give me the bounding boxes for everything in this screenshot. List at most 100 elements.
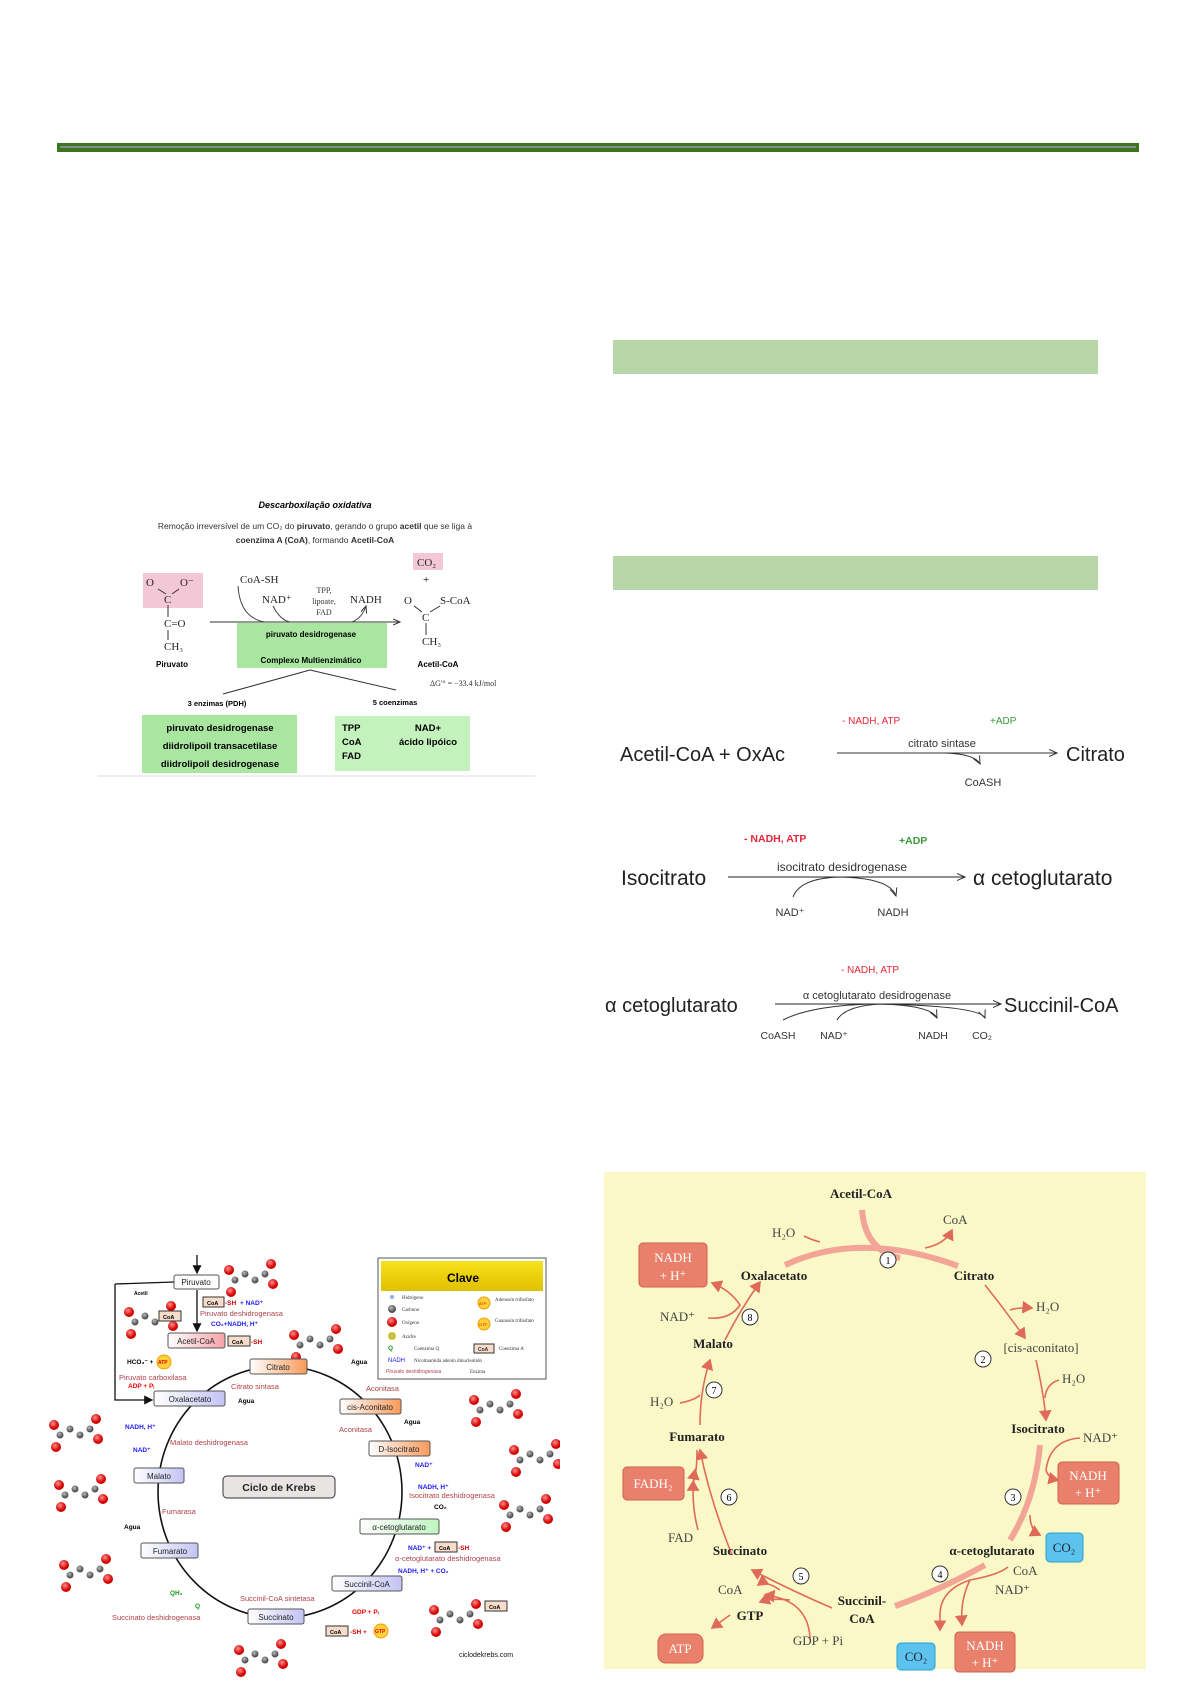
inhibitors: - NADH, ATP	[841, 965, 899, 976]
oxygen-atom	[501, 1522, 511, 1532]
carbon-atom	[91, 1485, 99, 1493]
legend-item: Adenosín trifosfato	[495, 1298, 534, 1303]
header-rule	[57, 143, 1139, 152]
atp-product: ATP	[668, 1641, 691, 1656]
h-plus: + H⁺	[1075, 1485, 1102, 1500]
step-number: 8	[748, 1313, 753, 1324]
carbon-atom	[456, 1616, 464, 1624]
node-succinato: Succinato	[258, 1613, 294, 1622]
atom: O⁻	[180, 577, 194, 589]
carbon-atom	[536, 1456, 544, 1464]
co2-product: CO₂	[905, 1649, 928, 1664]
legend-item: Guanosín trifosfato	[495, 1319, 534, 1324]
node-d-isocitrato: D-Isocitrato	[379, 1445, 420, 1454]
step-number: 2	[981, 1355, 986, 1366]
nad-label: NAD⁺	[133, 1447, 151, 1454]
side-product: CoASH	[965, 777, 1002, 789]
credit-text: ciclodekrebs.com	[459, 1652, 513, 1659]
nad-label: NAD⁺	[415, 1462, 433, 1469]
carbon-atom	[526, 1511, 534, 1519]
oxygen-atom	[469, 1395, 479, 1405]
oxygen-atom	[93, 1434, 103, 1444]
carbon-atom	[536, 1505, 544, 1513]
carbon-atom	[271, 1650, 279, 1658]
enzyme-item: diidrolipoil transacetilase	[163, 741, 278, 752]
sh-label: -SH	[251, 1339, 263, 1346]
coa-tag: CoA	[207, 1301, 218, 1307]
figure-description-line2: coenzima A (CoA), formando Acetil-CoA	[236, 535, 395, 545]
node-piruvato: Piruvato	[181, 1278, 211, 1287]
carbon-atom	[251, 1650, 259, 1658]
activators: +ADP	[990, 716, 1017, 727]
enzyme: isocitrato desidrogenase	[777, 860, 907, 874]
oxygen-atom	[98, 1494, 108, 1504]
oxygen-atom	[268, 1279, 278, 1289]
atp-label: ATP	[158, 1360, 168, 1366]
carbon-atom	[141, 1312, 149, 1320]
step-number: 1	[886, 1256, 891, 1267]
oxygen-atom	[101, 1554, 111, 1564]
product: Citrato	[1066, 744, 1125, 766]
carbon-atom	[306, 1335, 314, 1343]
water-label: Agua	[351, 1359, 368, 1366]
carbon-atom	[86, 1571, 94, 1579]
oxygen-atom	[278, 1659, 288, 1669]
cofactor: NADH	[877, 907, 908, 919]
oxygen-atom	[236, 1667, 246, 1677]
plus-sign: +	[423, 574, 429, 586]
krebs-cycle-pt-figure: Acetil-CoA H₂O CoA Oxalacetato Citrato N…	[604, 1172, 1146, 1673]
carbon-atom	[241, 1656, 249, 1664]
oxygen-atom	[471, 1599, 481, 1609]
svg-text:TPP,: TPP,	[317, 586, 332, 595]
oxygen-atom	[226, 1287, 236, 1297]
step-number: 5	[799, 1572, 804, 1583]
legend-item: Enzima	[470, 1370, 486, 1375]
co2-product: CO₂	[1053, 1540, 1076, 1555]
oxygen-atom	[49, 1420, 59, 1430]
nad-label: NAD⁺ +	[408, 1545, 431, 1552]
co2-label: CO₂	[434, 1504, 447, 1511]
coenzyme-item: TPP	[342, 723, 361, 734]
adp-label: ADP + Pᵢ	[128, 1383, 154, 1390]
co2-nadh-label: CO₂+NADH, H⁺	[211, 1321, 259, 1328]
carbon-atom	[71, 1485, 79, 1493]
inhibitors: - NADH, ATP	[842, 716, 900, 727]
oxygen-atom	[333, 1344, 343, 1354]
svg-text:FAD: FAD	[316, 608, 332, 617]
node-cis-aconitato: [cis-aconitato]	[1003, 1340, 1078, 1355]
carbon-atom	[261, 1656, 269, 1664]
node-alfa-cetoglutarato: α-cetoglutarato	[372, 1523, 426, 1532]
legend-box: Clave Hidrógeno Carbono Oxígeno Azufre Q…	[377, 1257, 547, 1380]
coenzymes-box	[335, 716, 470, 771]
step-number: 4	[938, 1570, 943, 1581]
nad-label: NAD⁺	[1083, 1430, 1118, 1445]
step-number: 3	[1011, 1493, 1016, 1504]
carbon-atom	[251, 1276, 259, 1284]
cofactor: NAD⁺	[820, 1030, 848, 1040]
node-cis-aconitato: cis-Aconitato	[347, 1403, 393, 1412]
oxygen-atom	[471, 1417, 481, 1427]
h-plus: + H⁺	[660, 1268, 687, 1283]
qh2-label: QH₂	[170, 1590, 183, 1597]
enzyme-item: piruvato desidrogenase	[166, 723, 273, 734]
oxygen-atom	[289, 1330, 299, 1340]
node-citrato: Citrato	[954, 1268, 994, 1283]
delta-g: ΔG'° = −33.4 kJ/mol	[430, 679, 497, 688]
activators: +ADP	[899, 835, 927, 847]
fad-label: FAD	[668, 1530, 693, 1545]
step-number: 7	[712, 1386, 717, 1397]
atom: O	[146, 577, 154, 589]
carbon-atom	[516, 1456, 524, 1464]
carbon-atom	[506, 1400, 514, 1408]
node-fumarato: Fumarato	[669, 1429, 725, 1444]
oxygen-atom	[431, 1627, 441, 1637]
coenzymes-heading: 5 coenzimas	[373, 698, 418, 707]
enzyme-label: Isocitrato deshidrogenasa	[409, 1491, 496, 1500]
gtp-star-icon	[373, 1623, 389, 1639]
oxygen-atom	[96, 1474, 106, 1484]
nadh-label: NADH, H⁺	[418, 1484, 449, 1491]
carbon-atom	[496, 1406, 504, 1414]
legend-item: Nicotinamida adenín dinucleótido	[414, 1359, 483, 1364]
legend-item: Azufre	[402, 1335, 417, 1340]
oxygen-atom	[224, 1265, 234, 1275]
